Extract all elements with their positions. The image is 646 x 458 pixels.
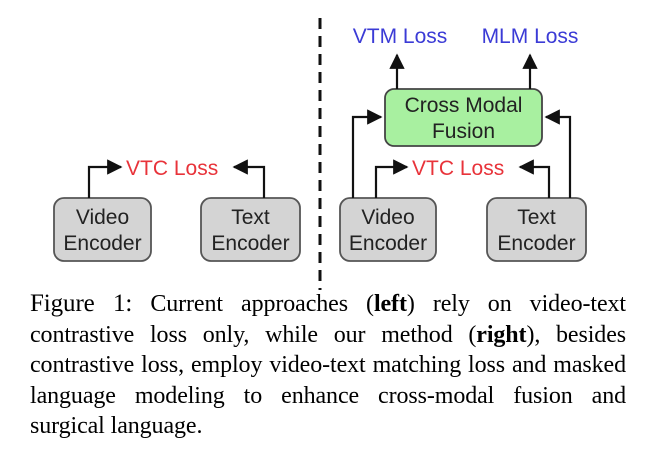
right-text-to-vtc-arrow [518, 159, 551, 198]
cross-modal-fusion-box: Cross Modal Fusion [384, 88, 543, 147]
mlm-loss-label: MLM Loss [482, 25, 579, 48]
left-text-encoder-line2: Encoder [211, 232, 289, 255]
architecture-diagram: Video Encoder Text Encoder VTC Loss Vide… [53, 18, 587, 290]
left-video-encoder: Video Encoder [53, 197, 152, 262]
fusion-line1: Cross Modal [405, 94, 523, 117]
right-video-encoder-line2: Encoder [349, 232, 427, 255]
right-video-to-vtc-arrow [374, 159, 409, 198]
figure-label: Figure 1: [30, 290, 133, 317]
right-text-encoder: Text Encoder [486, 197, 587, 262]
right-text-encoder-line2: Encoder [497, 232, 575, 255]
caption-bold-right: right [476, 321, 527, 348]
left-video-to-vtc-arrow [87, 159, 123, 198]
right-vtc-loss-label: VTC Loss [412, 157, 504, 180]
right-video-to-fusion-arrow [351, 109, 383, 198]
right-text-to-fusion-arrow [544, 109, 572, 198]
right-text-encoder-line1: Text [517, 206, 556, 229]
caption-text-2: ) rely on video-text contrastive loss on… [30, 291, 626, 348]
left-text-to-vtc-arrow [232, 159, 266, 198]
left-vtc-loss-label: VTC Loss [126, 157, 218, 180]
left-text-encoder: Text Encoder [200, 197, 301, 262]
caption-text-1: Current approaches ( [132, 291, 374, 317]
fusion-line2: Fusion [432, 120, 495, 143]
left-text-encoder-line1: Text [231, 206, 270, 229]
vtm-loss-label: VTM Loss [353, 25, 448, 48]
right-video-encoder-line1: Video [361, 206, 414, 229]
caption-text-3: ), besides contrastive loss, employ vide… [30, 321, 626, 440]
right-video-encoder: Video Encoder [339, 197, 437, 262]
left-video-encoder-line1: Video [76, 206, 129, 229]
figure-caption: Figure 1: Current approaches (left) rely… [30, 289, 626, 442]
left-video-encoder-line2: Encoder [63, 232, 141, 255]
caption-bold-left: left [373, 291, 407, 317]
